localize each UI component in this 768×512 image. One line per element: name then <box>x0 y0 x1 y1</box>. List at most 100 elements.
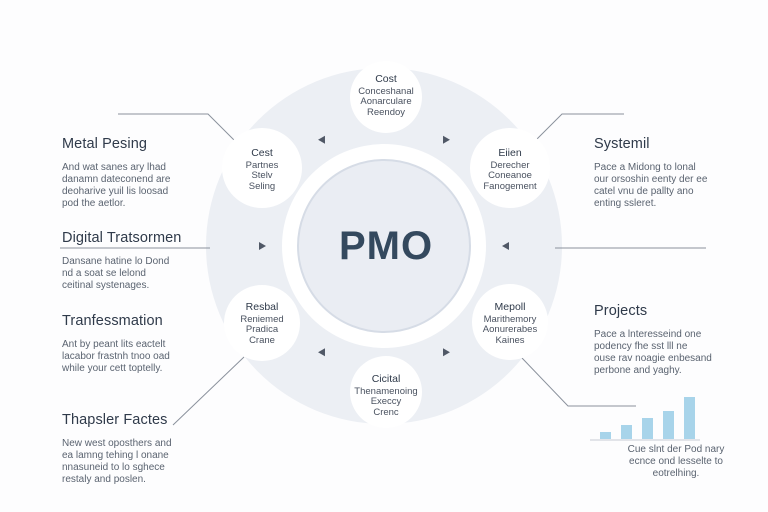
node-bottom: Cicital Thenamenoing Execcy Crenc <box>346 374 426 418</box>
node-upper-right-circle <box>470 128 550 208</box>
arrow-icon <box>259 242 266 250</box>
left-panel-2-line: Dansane hatine lo Dond <box>62 256 170 267</box>
left-panel-3-title: Tranfessmation <box>62 313 163 329</box>
center-ring <box>297 159 471 333</box>
left-panel-4-title: Thapsler Factes <box>62 412 168 428</box>
left-panel-3: Tranfessmation Ant by peant lits eactelt… <box>62 313 247 375</box>
node-lower-right-line: Kaines <box>495 334 525 346</box>
node-upper-left-line: Stelv <box>251 170 273 181</box>
arrow-icon <box>443 348 450 357</box>
connector-line-top-left <box>118 113 237 143</box>
right-panel-1-text: Pace a Midong to lonal our orsoshin eent… <box>594 162 762 210</box>
right-panel-1-line: our orsoshin eenty der ee <box>594 174 708 185</box>
node-bottom-line: Crenc <box>373 406 399 418</box>
left-panel-4-line: ea lamng tehing l onane <box>62 450 169 461</box>
node-top-circle <box>350 61 422 133</box>
node-lower-right-line: Marithemory <box>483 313 537 325</box>
left-panel-3-line: Ant by peant lits eactelt <box>62 339 166 350</box>
node-upper-right: Eiien Derecher Coneanoe Fanogement <box>470 148 550 192</box>
right-panel-3: Cue slnt der Pod nary ecnce ond lesselte… <box>592 444 760 480</box>
left-panel-4-line: nnasuneid to lo sghece <box>62 462 165 473</box>
connector-line-lower-left <box>172 356 245 426</box>
node-top-title: Cost <box>375 73 397 85</box>
node-lower-left-line: Pradica <box>245 324 279 335</box>
right-panel-1-title: Systemil <box>594 136 650 152</box>
bar-chart <box>600 397 695 439</box>
left-panel-2-title: Digital Tratsormen <box>62 230 182 246</box>
node-lower-left: Resbal Reniemed Pradica Crane <box>222 302 302 346</box>
right-panel-1: Systemil Pace a Midong to lonal our orso… <box>594 136 762 210</box>
node-upper-left-circle <box>222 128 302 208</box>
node-upper-right-title: Eiien <box>498 147 522 159</box>
left-panel-1-line: deoharive yuil lis loosad <box>62 186 169 197</box>
left-panel-1-line: danamn dateconend are <box>62 174 171 185</box>
connector-line-lower-right <box>521 357 636 407</box>
node-top-line: Reendoy <box>366 106 406 118</box>
node-upper-left-title: Cest <box>251 147 273 159</box>
arrow-icon <box>502 242 509 250</box>
left-panel-1-text: And wat sanes ary lhad danamn dateconend… <box>62 162 247 210</box>
left-panel-1: Metal Pesing And wat sanes ary lhad dana… <box>62 136 247 210</box>
node-upper-left: Cest Partnes Stelv Seling <box>222 148 302 192</box>
bar <box>684 397 695 439</box>
node-upper-left-line: Seling <box>248 180 276 192</box>
left-panel-4-line: New west oposthers and <box>62 438 172 449</box>
right-panel-2-line: perbone and yaghy. <box>594 365 682 376</box>
node-upper-right-line: Coneanoe <box>488 170 532 181</box>
node-upper-right-line: Derecher <box>490 159 530 171</box>
right-panel-2-text: Pace a lnteresseind one podency fhe sst … <box>594 329 762 377</box>
left-panel-3-line: lacabor frastnh tnoo oad <box>62 351 170 362</box>
arrow-icon <box>318 135 325 144</box>
left-panel-3-line: while your cett toptelly. <box>62 363 163 374</box>
node-upper-left-line: Partnes <box>245 159 279 171</box>
node-lower-left-circle <box>224 285 300 361</box>
right-panel-2-title: Projects <box>594 303 648 319</box>
bar <box>600 432 611 439</box>
center-label: PMO <box>338 224 434 268</box>
right-panel-1-line: Pace a Midong to lonal <box>594 162 696 173</box>
arrow-group <box>259 135 509 357</box>
right-panel-3-text: Cue slnt der Pod nary ecnce ond lesselte… <box>592 444 760 480</box>
connector-line-top-right <box>533 113 624 143</box>
right-panel-2-line: ouse rav noagie enbesand <box>594 353 712 364</box>
right-panel-3-line: ecnce ond lesselte to <box>629 456 723 467</box>
left-panel-2: Digital Tratsormen Dansane hatine lo Don… <box>62 230 247 292</box>
node-lower-right-circle <box>472 284 548 360</box>
right-panel-2-line: Pace a lnteresseind one <box>594 329 702 340</box>
left-panel-4-text: New west oposthers and ea lamng tehing l… <box>62 438 247 486</box>
left-panel-1-line: And wat sanes ary lhad <box>62 162 166 173</box>
bar <box>663 411 674 439</box>
right-panel-1-line: enting ssleret. <box>594 198 657 209</box>
left-panel-1-line: pod the aetlor. <box>62 198 126 209</box>
left-panel-4: Thapsler Factes New west oposthers and e… <box>62 412 247 486</box>
node-bottom-line: Execcy <box>370 396 402 407</box>
left-panel-2-line: ceitinal systenages. <box>62 280 150 291</box>
right-panel-3-line: eotrelhing. <box>652 468 700 479</box>
arrow-icon <box>443 135 450 144</box>
right-panel-3-line: Cue slnt der Pod nary <box>627 444 725 455</box>
node-lower-left-line: Reniemed <box>240 313 284 325</box>
node-bottom-title: Cicital <box>371 373 401 385</box>
left-panel-3-text: Ant by peant lits eactelt lacabor frastn… <box>62 339 247 375</box>
left-panel-2-line: nd a soat se lelond <box>62 268 146 279</box>
node-top-line: Aonarculare <box>360 96 412 107</box>
node-top: Cost Conceshanal Aonarculare Reendoy <box>346 74 426 118</box>
node-top-line: Conceshanal <box>358 85 414 97</box>
arrow-icon <box>318 348 325 357</box>
node-upper-right-line: Fanogement <box>483 180 537 192</box>
node-lower-right-title: Mepoll <box>494 301 526 313</box>
right-panel-2-line: podency fhe sst lll ne <box>594 341 688 352</box>
left-panel-2-text: Dansane hatine lo Dond nd a soat se lelo… <box>62 256 247 292</box>
node-lower-left-line: Crane <box>249 334 275 346</box>
bar <box>621 425 632 439</box>
node-lower-left-title: Resbal <box>245 301 279 313</box>
node-lower-right-line: Aonurerabes <box>482 324 538 335</box>
node-lower-right: Mepoll Marithemory Aonurerabes Kaines <box>470 302 550 346</box>
right-panel-2: Projects Pace a lnteresseind one podency… <box>594 303 762 377</box>
node-bottom-circle <box>350 356 422 428</box>
right-panel-1-line: catel vnu de pallty ano <box>594 186 694 197</box>
bar <box>642 418 653 439</box>
left-panel-1-title: Metal Pesing <box>62 136 148 152</box>
